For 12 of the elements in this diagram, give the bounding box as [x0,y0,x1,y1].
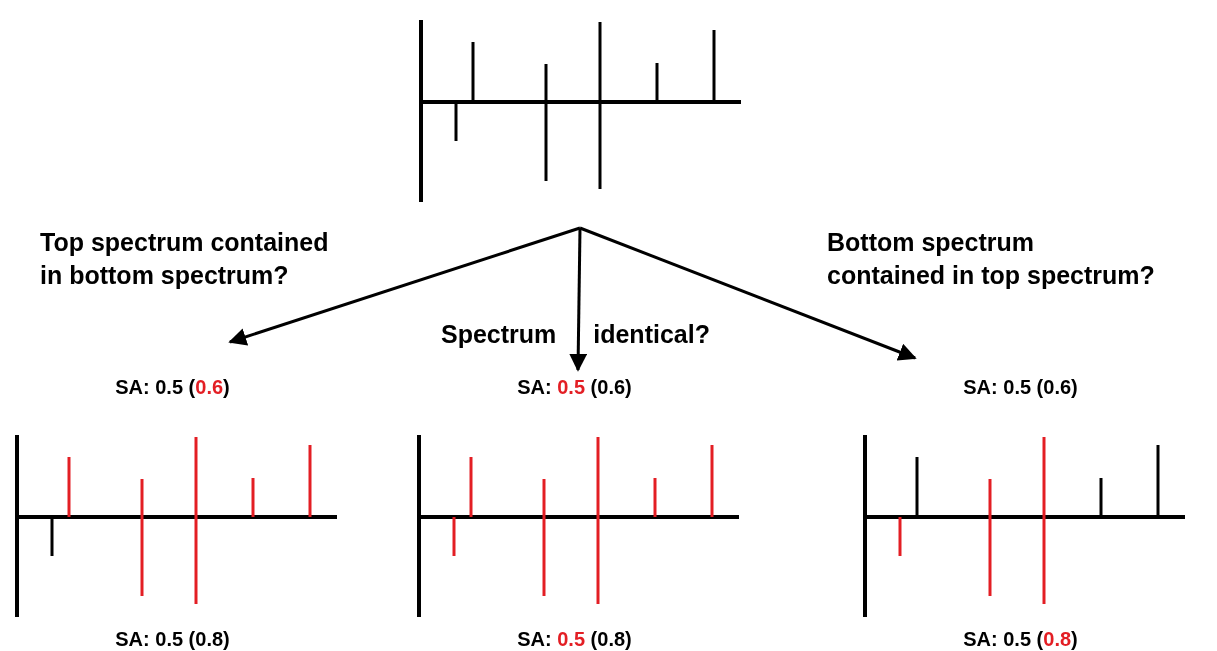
edge-label: Spectrum identical? [441,319,711,350]
arrow [569,227,588,372]
arrow [579,226,917,361]
similarity-score: SA: 0.5 (0.8) [963,627,1078,651]
edge-label: Bottom spectrum contained in top spectrum? [827,227,1156,291]
similarity-score: SA: 0.5 (0.6) [963,375,1078,400]
similarity-score: SA: 0.5 (0.6) [517,375,632,400]
edge-label: Top spectrum contained in bottom spectrum? [40,227,330,291]
similarity-score: SA: 0.5 (0.8) [517,627,632,651]
arrow [228,226,581,346]
similarity-score: SA: 0.5 (0.6) [115,375,230,400]
similarity-score: SA: 0.5 (0.8) [115,627,230,651]
